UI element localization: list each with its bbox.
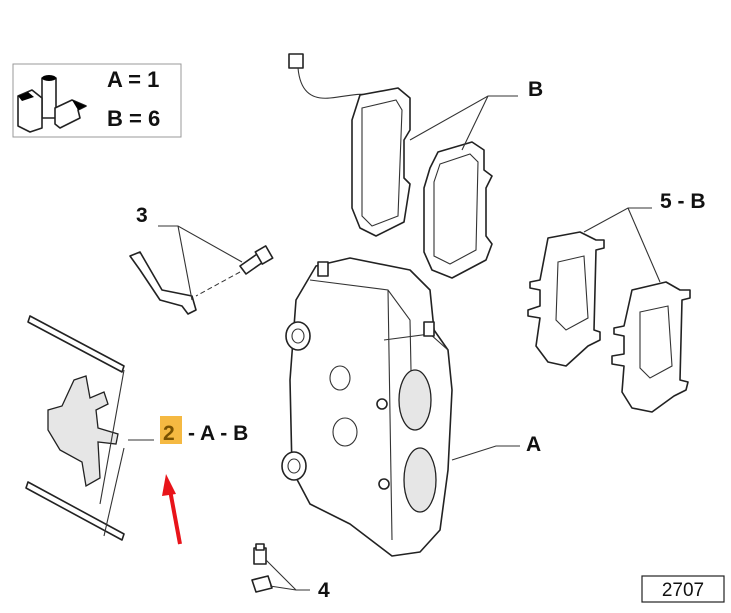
clip-part-number: 2 [163,422,175,445]
brake-pad-1 [351,87,411,237]
retaining-pin-bottom [25,481,125,541]
bolt-leader-line [158,225,243,301]
caliper-leader-line [451,445,520,461]
quantity-legend: A = 1 B = 6 [12,63,182,138]
pads-label: B [528,78,543,101]
pads-leader-line [409,95,518,151]
legend-b-quantity: B = 6 [107,106,160,131]
wear-sensor [288,53,373,99]
bleed-leader-line [265,559,310,591]
highlight-marker [160,416,182,444]
guide-bracket [129,251,197,315]
shim-1 [527,231,605,367]
packaging-icon [17,75,87,133]
bolt-label: 3 [136,204,148,227]
brake-pad-2 [423,141,493,279]
clip-leader-line [99,369,154,537]
retaining-pin-top [27,315,125,373]
legend-a-quantity: A = 1 [107,67,159,92]
shims-label: 5 - B [660,190,706,213]
shims-leader-line [583,207,661,283]
diagram-number-box: 2707 [641,575,725,603]
red-arrow-icon [162,474,182,545]
clip-label-suffix: - A - B [188,422,248,445]
brake-caliper [281,257,453,557]
shim-2 [611,281,691,413]
caliper-label: A [526,433,541,456]
bleed-label: 4 [318,579,330,602]
bleed-screw [253,543,267,565]
pad-spring-clip [47,375,119,488]
bleed-screw-cap [251,575,273,593]
diagram-number: 2707 [662,580,704,601]
clip-label: 2 - A - B [160,416,248,445]
guide-pin-bolt [195,245,274,297]
